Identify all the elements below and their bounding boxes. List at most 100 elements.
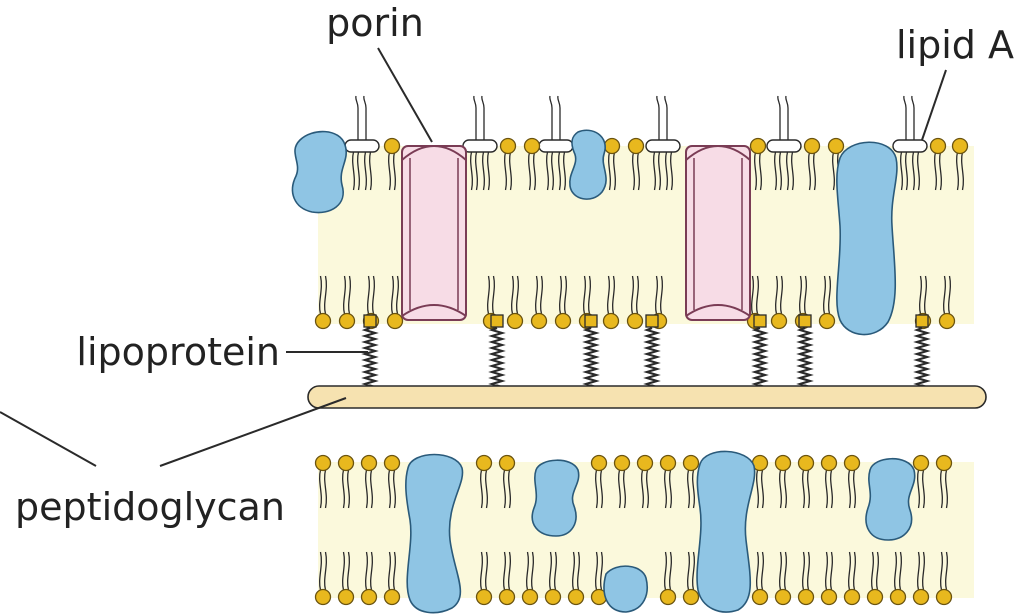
lipid-head [316, 590, 331, 605]
lipid-head [914, 590, 929, 605]
lipid-head [931, 139, 946, 154]
lipoprotein-coil [492, 328, 502, 393]
inner-membrane-protein [532, 460, 578, 536]
lipid-head [805, 139, 820, 154]
lipoprotein-coil [647, 328, 657, 393]
lipid-a-label: lipid A [896, 23, 1014, 67]
lipid-head [362, 590, 377, 605]
lipid-head [556, 314, 571, 329]
lipoprotein-head [646, 315, 658, 327]
lipoprotein-coil [755, 328, 765, 393]
lipid-a-block [345, 140, 379, 152]
inner-membrane-protein [866, 459, 915, 540]
porin-label: porin [326, 1, 424, 45]
lps-chain [558, 96, 560, 140]
lps-chain [474, 96, 476, 140]
leader-line [378, 48, 432, 142]
outer-surface-protein [293, 132, 347, 213]
lipid-head [661, 456, 676, 471]
lipoprotein-anchor [646, 315, 658, 393]
lipoprotein-anchor [799, 315, 811, 393]
lipid-head [546, 590, 561, 605]
lipid-head [385, 590, 400, 605]
lps-chain [356, 96, 358, 140]
lipid-a-block [893, 140, 927, 152]
lipoprotein-anchor [585, 315, 597, 393]
lipid-head [822, 456, 837, 471]
lipoprotein-anchor [754, 315, 766, 393]
peptidoglycan-label: peptidoglycan [15, 485, 285, 529]
lipid-head [799, 590, 814, 605]
lipid-a-block [539, 140, 573, 152]
lipid-head [501, 139, 516, 154]
peptidoglycan-band [308, 386, 986, 408]
peripheral-protein [604, 566, 647, 612]
lipid-head [340, 314, 355, 329]
leader-line [922, 70, 946, 140]
lipid-head [891, 590, 906, 605]
outer-surface-protein [570, 130, 606, 199]
lipoprotein-coil [917, 328, 927, 393]
lipoprotein-coil [365, 328, 375, 393]
lipid-head [605, 139, 620, 154]
lps-chain [482, 96, 484, 140]
lipid-head [316, 456, 331, 471]
lipid-head [772, 314, 787, 329]
lps-chain [665, 96, 667, 140]
lipoprotein-anchor [491, 315, 503, 393]
lipid-head [615, 456, 630, 471]
lipid-head [508, 314, 523, 329]
lipid-head [937, 456, 952, 471]
outer-membrane [293, 96, 974, 393]
lipoprotein-head [491, 315, 503, 327]
lipid-head [753, 590, 768, 605]
lipoprotein-anchor [364, 315, 376, 393]
lipid-head [829, 139, 844, 154]
lipid-head [914, 456, 929, 471]
lipid-head [339, 456, 354, 471]
peptidoglycan-layer [308, 386, 986, 408]
inner-membrane [316, 451, 975, 612]
porin-channel [686, 146, 750, 320]
lipid-head [523, 590, 538, 605]
lipid-head [845, 456, 860, 471]
lipid-head [937, 590, 952, 605]
lipid-head [776, 456, 791, 471]
lipoprotein-label: lipoprotein [76, 330, 280, 374]
lps-chain [912, 96, 914, 140]
lipid-head [525, 139, 540, 154]
lipid-head [532, 314, 547, 329]
porin-body [402, 146, 466, 320]
lipid-head [500, 590, 515, 605]
lipid-head [953, 139, 968, 154]
lipid-head [388, 314, 403, 329]
lipid-head [751, 139, 766, 154]
lipid-head [684, 456, 699, 471]
lipid-head [477, 456, 492, 471]
transmembrane-protein [837, 142, 897, 334]
lipid-head [316, 314, 331, 329]
lipoprotein-head [916, 315, 928, 327]
lipid-a-block [463, 140, 497, 152]
lipid-head [868, 590, 883, 605]
leader-line [0, 412, 96, 466]
lipid-head [592, 456, 607, 471]
inner-membrane-protein [697, 451, 755, 612]
lipoprotein-anchor [916, 315, 928, 393]
lipid-head [629, 139, 644, 154]
lipid-head [362, 456, 377, 471]
lipid-head [339, 590, 354, 605]
lps-chain [550, 96, 552, 140]
lipid-head [628, 314, 643, 329]
lipid-head [477, 590, 492, 605]
leader-line [160, 398, 346, 466]
lipid-head [799, 456, 814, 471]
lipid-head [820, 314, 835, 329]
lps-chain [904, 96, 906, 140]
lipid-head [385, 456, 400, 471]
lipid-head [385, 139, 400, 154]
lps-chain [657, 96, 659, 140]
porin-channel [402, 146, 466, 320]
